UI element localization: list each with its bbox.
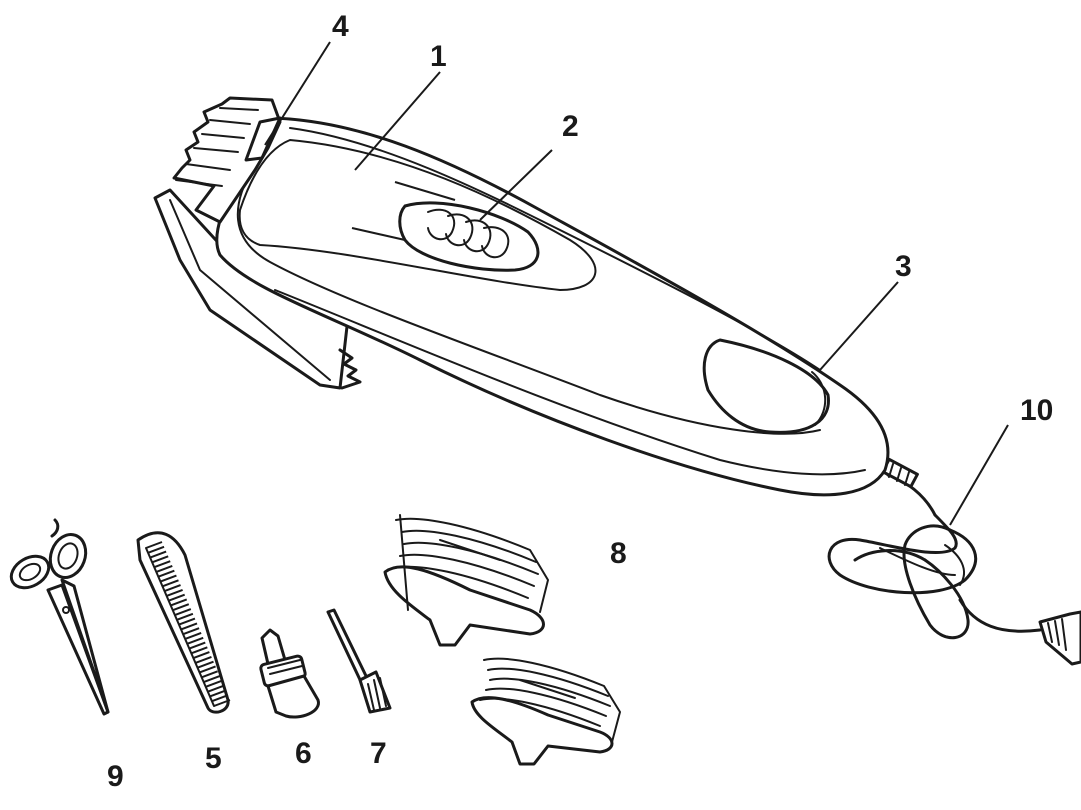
comb-tooth — [145, 541, 163, 549]
comb-tooth — [203, 675, 221, 683]
comb-tooth — [160, 574, 177, 583]
scissors — [9, 518, 110, 716]
comb-tooth — [147, 545, 165, 554]
callout-brush: 7 — [370, 737, 387, 770]
power-cord — [827, 457, 1081, 666]
comb-tooth — [155, 565, 173, 573]
callout-oil: 6 — [295, 737, 312, 770]
comb-tooth — [207, 684, 225, 693]
comb-tooth — [172, 603, 190, 612]
comb-tooth — [182, 627, 200, 636]
comb-tooth — [164, 584, 181, 593]
comb-tooth — [211, 694, 229, 703]
callout-scissors: 9 — [107, 760, 124, 793]
comb — [136, 531, 231, 714]
leader-2 — [479, 149, 553, 221]
leader-10 — [949, 424, 1009, 526]
comb-tooth — [174, 608, 192, 616]
callout-switch: 2 — [562, 110, 579, 143]
guide-comb-large — [383, 514, 549, 647]
leader-1b — [394, 181, 456, 201]
cord-plug — [1038, 610, 1081, 666]
comb-tooth — [199, 665, 216, 674]
comb-tooth — [168, 593, 186, 602]
comb-tooth — [213, 699, 231, 707]
comb-tooth — [188, 641, 206, 650]
comb-tooth — [170, 598, 188, 607]
callout-guards: 8 — [610, 537, 627, 570]
comb-tooth — [162, 579, 179, 588]
comb-tooth — [149, 550, 167, 559]
oil-bottle — [259, 628, 320, 719]
guide-comb-small — [470, 657, 621, 766]
clipper — [153, 96, 890, 497]
comb-tooth — [197, 660, 214, 669]
comb-tooth — [193, 651, 210, 660]
callout-cord: 10 — [1020, 394, 1053, 427]
callout-body: 1 — [430, 40, 447, 73]
cutting-blade — [172, 96, 282, 224]
comb-tooth — [153, 560, 171, 569]
power-switch — [398, 201, 540, 272]
comb-tooth — [184, 632, 202, 640]
leader-4 — [264, 41, 331, 146]
comb-tooth — [186, 636, 204, 645]
callout-panel: 3 — [895, 250, 912, 283]
comb-tooth — [166, 588, 183, 597]
comb-tooth — [151, 555, 169, 564]
comb-tooth — [178, 617, 196, 626]
cleaning-brush — [326, 608, 392, 714]
comb-tooth — [190, 646, 208, 655]
leader-3 — [819, 281, 899, 371]
callout-blade: 4 — [332, 10, 349, 43]
comb-tooth — [195, 655, 212, 664]
comb-tooth — [158, 569, 175, 578]
comb-tooth — [201, 670, 218, 679]
comb-tooth — [176, 612, 194, 621]
comb-tooth — [209, 689, 227, 698]
callout-comb: 5 — [205, 742, 222, 775]
leader-1c — [351, 227, 406, 241]
comb-tooth — [180, 622, 198, 631]
comb-tooth — [205, 679, 223, 688]
attachment-comb — [153, 188, 352, 390]
rear-grip-panel — [702, 338, 830, 434]
leader-1 — [354, 71, 441, 171]
